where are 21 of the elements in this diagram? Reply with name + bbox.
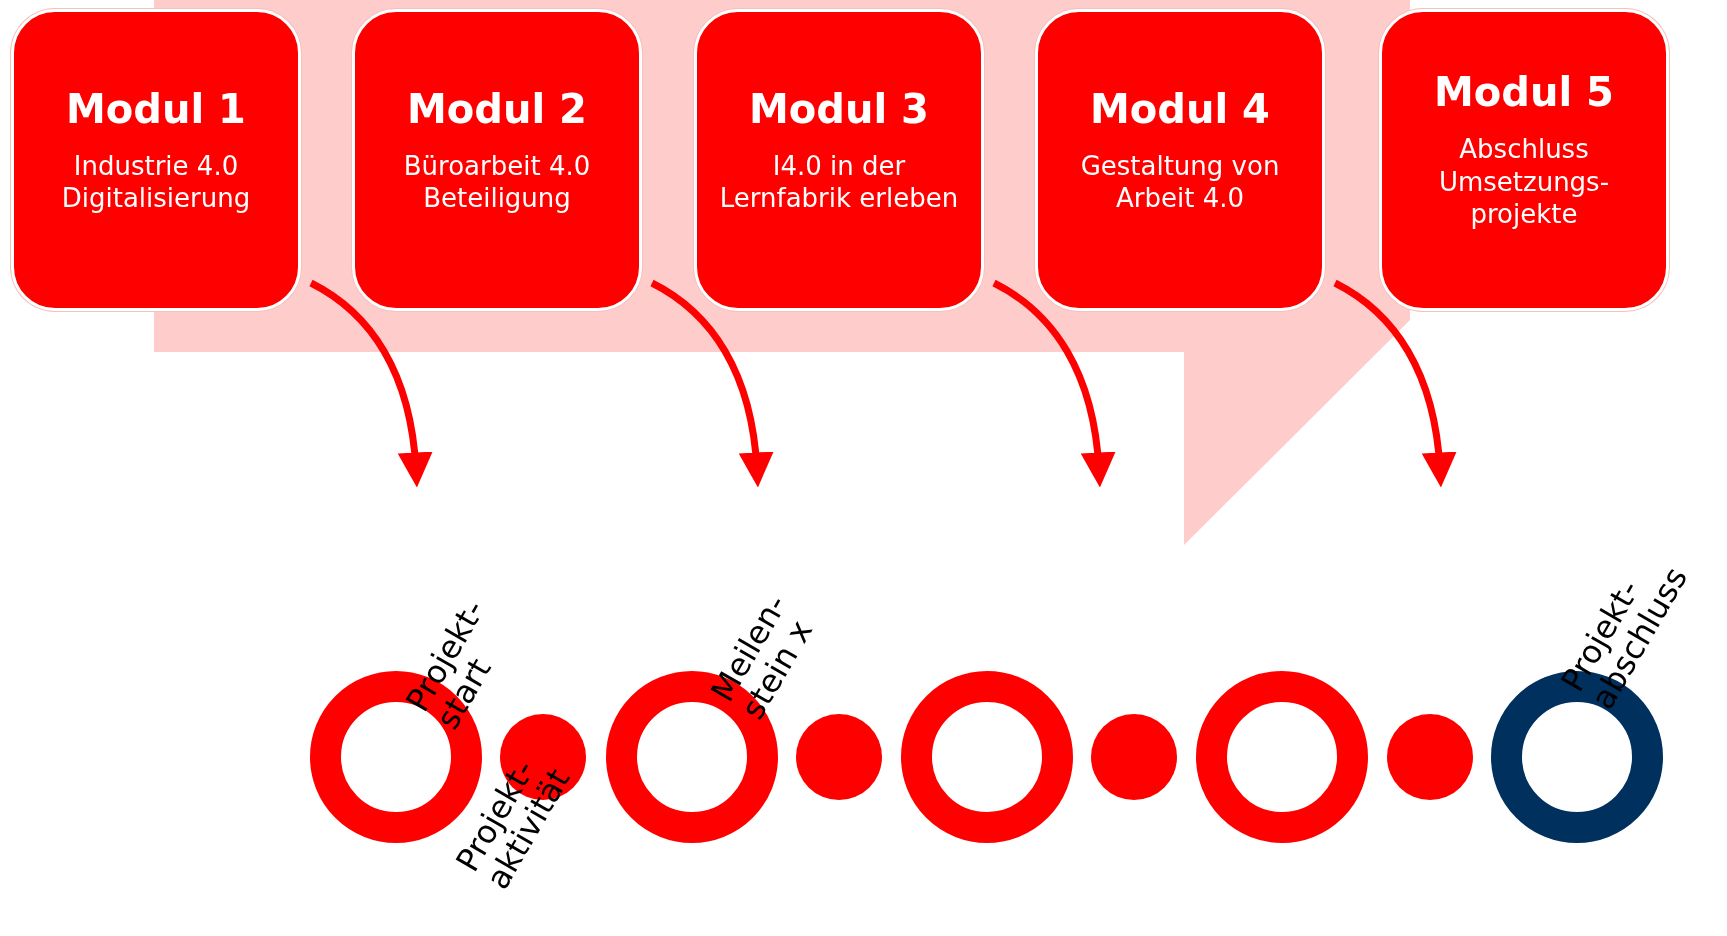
module-title: Modul 4 [1090, 85, 1270, 132]
module-card [1035, 9, 1325, 311]
module-description: Büroarbeit 4.0 Beteiligung [402, 149, 592, 215]
module-card [352, 9, 642, 311]
module-card [694, 9, 984, 311]
module-description: Industrie 4.0 Digitalisierung [60, 149, 252, 215]
curved-arrow [992, 279, 1115, 488]
curved-arrow [309, 279, 432, 488]
module-description: Abschluss Umsetzungs- projekte [1437, 133, 1611, 231]
curved-arrow [650, 279, 773, 488]
module-card [1379, 9, 1669, 311]
module-title: Modul 2 [407, 85, 587, 132]
module-description: Gestaltung von Arbeit 4.0 [1079, 149, 1281, 215]
milestone-ring [901, 671, 1073, 843]
module-title: Modul 1 [66, 85, 246, 132]
module-title: Modul 5 [1434, 69, 1614, 116]
milestone-ring [1196, 671, 1368, 843]
curved-arrow [1333, 279, 1456, 488]
module-title: Modul 3 [749, 85, 929, 132]
module-card [11, 9, 301, 311]
module-description: I4.0 in der Lernfabrik erleben [718, 149, 960, 215]
